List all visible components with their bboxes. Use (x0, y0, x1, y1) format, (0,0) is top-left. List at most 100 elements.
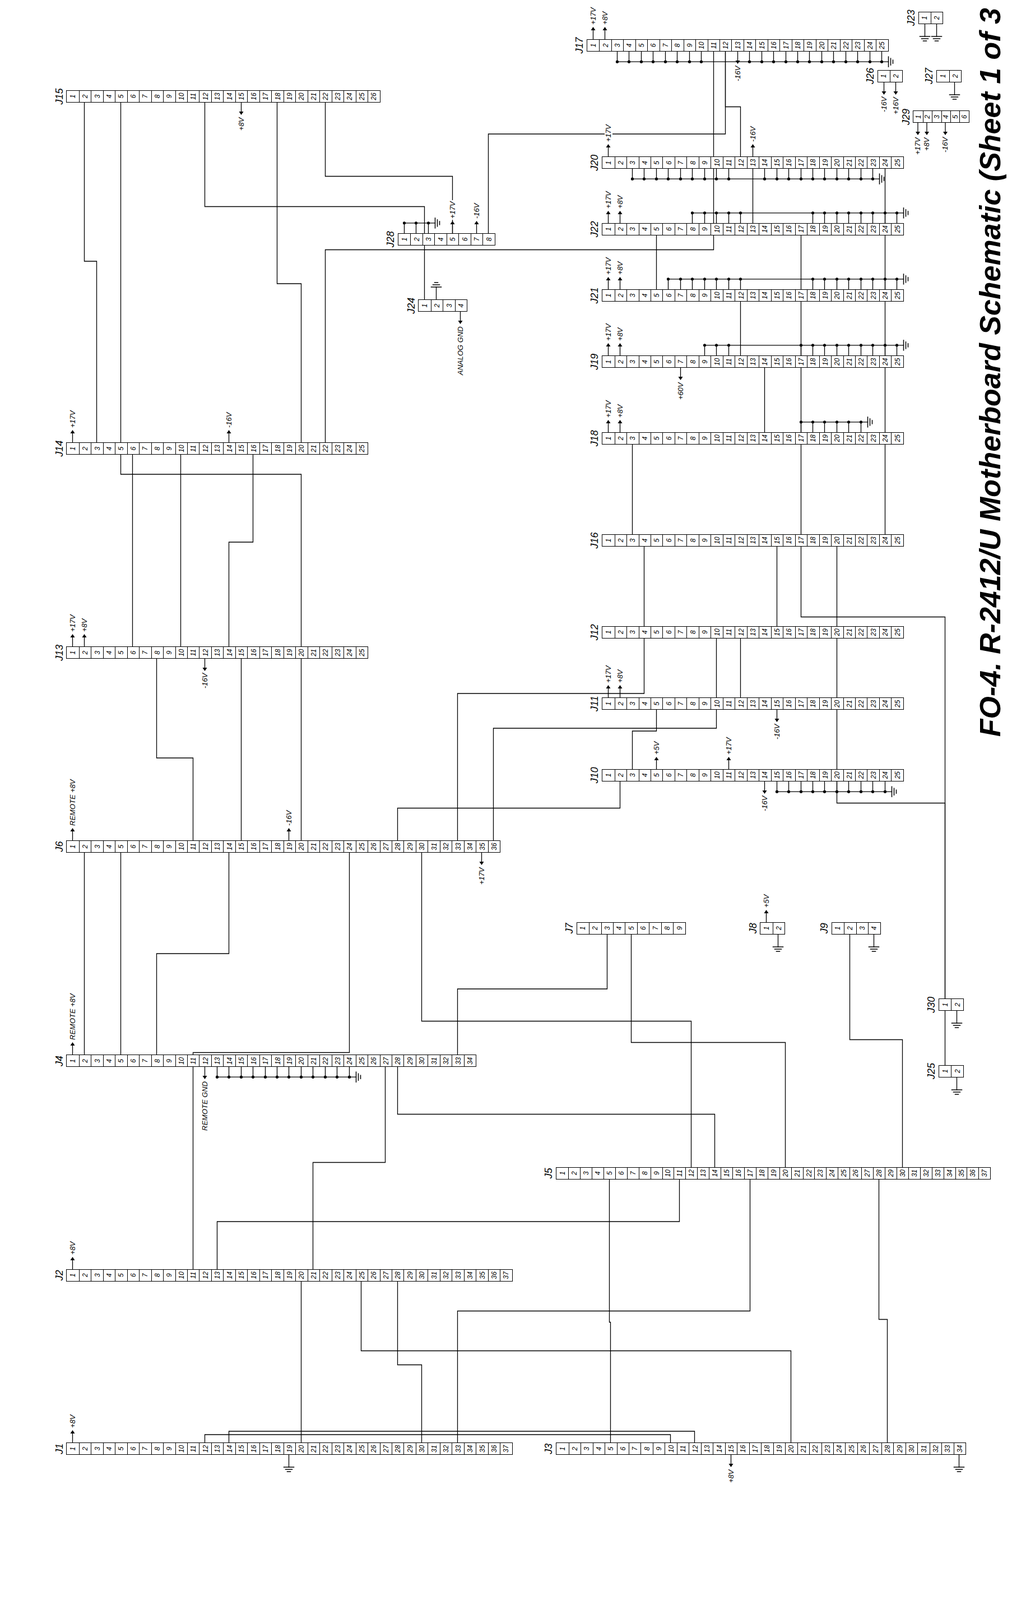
pin-cell: 12 (734, 223, 747, 235)
junction-dot (703, 177, 707, 181)
pin-cell: 10 (710, 223, 723, 235)
pin-cell: 25 (355, 1269, 368, 1281)
pin-number: 19 (822, 699, 829, 708)
pin-number: 25 (894, 628, 902, 636)
voltage-label: +8V (616, 260, 625, 277)
pin-cell: 33 (451, 1269, 464, 1281)
pin-cell: 25 (890, 289, 903, 301)
power-arrow (458, 320, 463, 324)
pin-cell: 23 (866, 289, 879, 301)
junction-dot (739, 277, 742, 281)
pin-number: 27 (872, 1444, 880, 1452)
pin-number: 21 (830, 41, 838, 49)
pin-number: 16 (785, 628, 793, 636)
voltage-label: +17V (604, 664, 613, 684)
pin-number: 17 (262, 648, 269, 657)
pin-cell: 17 (259, 1269, 272, 1281)
pin-number: 5 (653, 538, 661, 543)
junction-dot (675, 60, 679, 64)
pin-number: 30 (418, 1444, 426, 1452)
junction-dot (275, 1075, 279, 1079)
pin-cell: 34 (463, 1269, 476, 1281)
pin-number: 19 (806, 41, 814, 49)
voltage-label: +17V (604, 398, 613, 419)
bus-stub (860, 345, 862, 356)
pin-cell: 19 (773, 1442, 786, 1454)
connector-designator: J8 (748, 921, 760, 935)
pin-number: 12 (202, 1270, 210, 1279)
pin-number: 24 (881, 225, 889, 233)
pin-number: 6 (650, 43, 657, 48)
bus-stub (788, 168, 789, 179)
pin-number: 21 (846, 536, 853, 544)
pin-cell: 27 (379, 1269, 392, 1281)
pin-number: 12 (692, 1444, 699, 1452)
pin-number: 6 (665, 772, 673, 777)
pin-cell: 8 (151, 840, 164, 852)
pin-number: 21 (846, 771, 853, 779)
pin-number: 30 (418, 1270, 426, 1279)
pin-cell: 2 (614, 355, 627, 368)
junction-dot (883, 343, 887, 347)
pin-cell: 19 (819, 156, 832, 169)
connector: J112345678910111213141516171819202122232… (66, 1441, 513, 1455)
pin-cell: 8 (686, 156, 699, 169)
ground-symbol (955, 1468, 963, 1470)
pin-cell: 11 (187, 1269, 199, 1281)
pin-number: 8 (689, 359, 697, 364)
pin-number: 1 (605, 160, 612, 165)
junction-dot (679, 277, 682, 281)
pin-cell: 25 (890, 769, 903, 781)
pin-number: 20 (298, 92, 305, 100)
ground-symbol (905, 341, 907, 349)
pin-cell: 27 (861, 1167, 874, 1179)
pin-number: 6 (461, 237, 469, 242)
pin-cell: 22 (319, 90, 332, 102)
pin-cell: 14 (758, 289, 771, 301)
power-lead (607, 423, 609, 433)
pin-number: 10 (178, 1056, 185, 1065)
ground-symbol (907, 343, 909, 347)
connector-designator: J17 (574, 35, 586, 55)
pin-number: 8 (689, 629, 697, 634)
pin-cell: 16 (247, 90, 259, 102)
pin-number: 14 (226, 1056, 234, 1065)
junction-dot (311, 1075, 315, 1079)
pin-number: 14 (761, 771, 769, 779)
pin-number: 19 (770, 1168, 778, 1177)
bus-stub (884, 345, 886, 356)
voltage-label: -16V (749, 125, 758, 143)
pin-cell: 19 (283, 90, 296, 102)
pin-cell: 23 (331, 90, 344, 102)
pin-number: 33 (455, 842, 462, 850)
wire (764, 367, 765, 433)
pin-cell: 1 (66, 646, 79, 658)
power-lead (72, 1045, 73, 1055)
junction-dot (651, 60, 655, 64)
pin-number: 15 (773, 159, 781, 167)
pin-cell: 12 (198, 442, 211, 454)
junction-dot (703, 211, 707, 215)
pin-number: 7 (473, 237, 481, 242)
pin-number: 9 (701, 359, 709, 364)
pin-cell: 28 (391, 1269, 404, 1281)
pin-number: 37 (981, 1168, 988, 1177)
pin-cell: 16 (782, 769, 795, 781)
pin-cell: 14 (758, 769, 771, 781)
pin-cell: 25 (890, 223, 903, 235)
pin-number: 28 (875, 1168, 883, 1177)
pin-number: 17 (262, 444, 269, 452)
pin-number: 12 (737, 225, 745, 233)
ground-symbol (891, 786, 893, 797)
pin-cell: 18 (806, 432, 819, 444)
pin-number: 20 (833, 159, 841, 167)
pin-cell: 6 (662, 697, 675, 709)
pin-cell: 23 (814, 1167, 826, 1179)
voltage-label: +8V (237, 116, 246, 133)
power-lead (72, 1259, 73, 1269)
pin-cell: 18 (271, 840, 283, 852)
pin-cell: 16 (732, 1167, 745, 1179)
junction-dot (287, 1075, 291, 1079)
pin-number: 3 (425, 237, 433, 242)
pin-number: 24 (881, 699, 889, 708)
